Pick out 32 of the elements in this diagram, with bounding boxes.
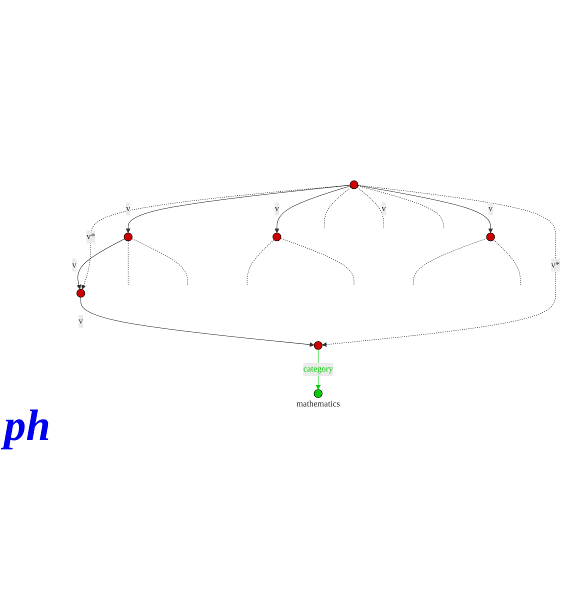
node-caption: mathematics: [296, 398, 340, 408]
arrow: [76, 238, 125, 290]
node-circle: [350, 180, 358, 190]
edge-label: v: [382, 204, 386, 214]
edge-label: v: [488, 204, 493, 214]
edge-label: v: [72, 260, 76, 270]
arrow: [80, 297, 314, 347]
node-circle: [486, 232, 495, 242]
arrow: [126, 184, 350, 234]
stub-line: [356, 187, 384, 230]
edge-label: v*: [86, 232, 96, 242]
node-circle: [124, 232, 132, 242]
edge-label: v: [274, 204, 280, 214]
node-circle: [314, 341, 322, 350]
stub-line: [246, 239, 274, 286]
stub-line: [132, 238, 188, 286]
node-circle: [272, 232, 282, 242]
edge-label: v: [126, 204, 130, 214]
edge-label: v*: [551, 260, 560, 270]
edge-label: v: [78, 316, 83, 326]
edge-label: category: [303, 364, 334, 374]
stub-line: [413, 238, 488, 286]
stub-line: [280, 238, 354, 286]
stub-line: [324, 187, 352, 230]
stub-line: [493, 239, 521, 286]
arrow: [358, 185, 493, 234]
stub-line: [358, 186, 444, 230]
node-circle: [76, 288, 86, 298]
arrow: [81, 184, 350, 290]
arrow: [322, 184, 556, 347]
arrow: [274, 186, 350, 234]
node-circle: [314, 389, 322, 398]
